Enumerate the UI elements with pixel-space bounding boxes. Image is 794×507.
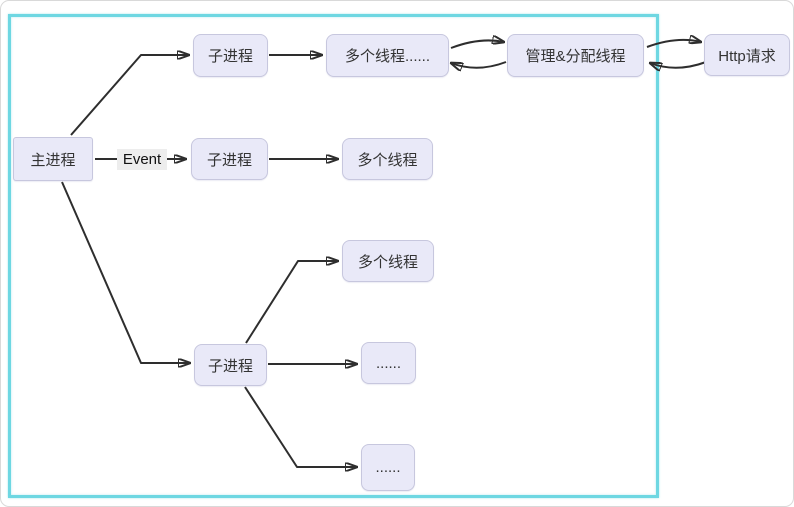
node-child-process-mid: 子进程 [191, 138, 268, 180]
node-threads-mid: 多个线程 [342, 138, 433, 180]
node-manage-threads: 管理&分配线程 [507, 34, 644, 77]
cyan-frame-border [8, 14, 659, 498]
node-dots-mid: ...... [361, 342, 416, 384]
node-threads-top: 多个线程...... [326, 34, 449, 77]
node-child-process-bottom: 子进程 [194, 344, 267, 386]
edge-label-event: Event [117, 149, 167, 170]
node-dots-bottom: ...... [361, 444, 415, 491]
node-main-process: 主进程 [13, 137, 93, 181]
node-http-request: Http请求 [704, 34, 790, 76]
node-threads-bottom: 多个线程 [342, 240, 434, 282]
node-child-process-top: 子进程 [193, 34, 268, 77]
